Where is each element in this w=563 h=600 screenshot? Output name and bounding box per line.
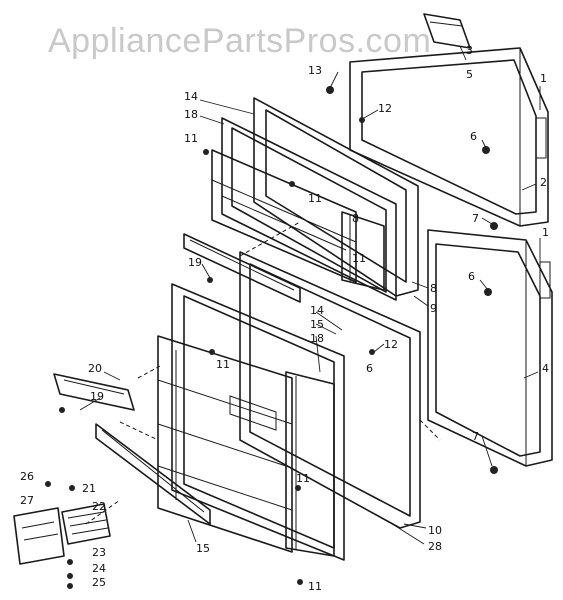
callout-1-top: 1	[540, 72, 547, 85]
callout-7-lower: 7	[472, 430, 479, 443]
callout-11-upper-mid: 11	[308, 192, 322, 205]
callout-25: 25	[92, 576, 106, 589]
callout-26: 26	[20, 470, 34, 483]
freezer-door-liner	[221, 97, 419, 301]
callout-10: 10	[428, 524, 442, 537]
callout-8-right: 8	[430, 282, 437, 295]
fresh-food-door-liner	[171, 251, 421, 561]
callout-6-lower: 6	[366, 362, 373, 375]
callout-19-upper: 19	[188, 256, 202, 269]
fresh-food-door-shelf-frame	[157, 335, 335, 557]
callout-11-lower-mid: 11	[296, 472, 310, 485]
door-bin	[53, 373, 135, 411]
callout-15-upper: 15	[310, 318, 324, 331]
callout-14-lower: 14	[310, 304, 324, 317]
callout-21: 21	[82, 482, 96, 495]
callout-27: 27	[20, 494, 34, 507]
leader-lines	[79, 45, 541, 545]
watermark: AppliancePartsPros.com	[48, 22, 431, 60]
callout-14-upper: 14	[184, 90, 198, 103]
callout-1-middle: 1	[542, 226, 549, 239]
callout-9: 9	[430, 302, 437, 315]
upper-door-rack	[183, 233, 301, 303]
callout-6-middle: 6	[468, 270, 475, 283]
callout-20: 20	[88, 362, 102, 375]
callout-11-bottom: 11	[308, 580, 322, 593]
callout-23: 23	[92, 546, 106, 559]
callout-6-upper: 6	[470, 130, 477, 143]
butter-door	[13, 507, 65, 565]
callout-12-upper: 12	[378, 102, 392, 115]
callout-18-lower: 18	[310, 332, 324, 345]
callout-13: 13	[308, 64, 322, 77]
callout-4: 4	[542, 362, 549, 375]
freezer-door-outer-panel	[349, 47, 549, 227]
callout-12-lower: 12	[384, 338, 398, 351]
callout-28: 28	[428, 540, 442, 553]
fresh-food-door-outer-panel	[427, 229, 553, 467]
callout-22: 22	[92, 500, 106, 513]
callout-24: 24	[92, 562, 106, 575]
callout-15-lower: 15	[196, 542, 210, 555]
callout-8-left: 8	[352, 212, 359, 225]
door-handle-top	[423, 13, 471, 49]
callout-11-upper-left: 11	[184, 132, 198, 145]
lower-door-rack	[95, 423, 211, 525]
callout-labels: 1 1 2 3 4 5 6 6 6 7 7 8 8 9 10 11 11 11 …	[20, 44, 549, 593]
callout-3: 3	[466, 44, 473, 57]
assembly-lines	[85, 221, 441, 525]
fasteners	[45, 86, 498, 589]
callout-11-middle: 11	[352, 252, 366, 265]
callout-18-upper: 18	[184, 108, 198, 121]
freezer-door-shelf-frame	[211, 149, 385, 291]
callout-2: 2	[540, 176, 547, 189]
callout-7-upper: 7	[472, 212, 479, 225]
callout-19-lower: 19	[90, 390, 104, 403]
callout-5: 5	[466, 68, 473, 81]
callout-11-lower-left: 11	[216, 358, 230, 371]
